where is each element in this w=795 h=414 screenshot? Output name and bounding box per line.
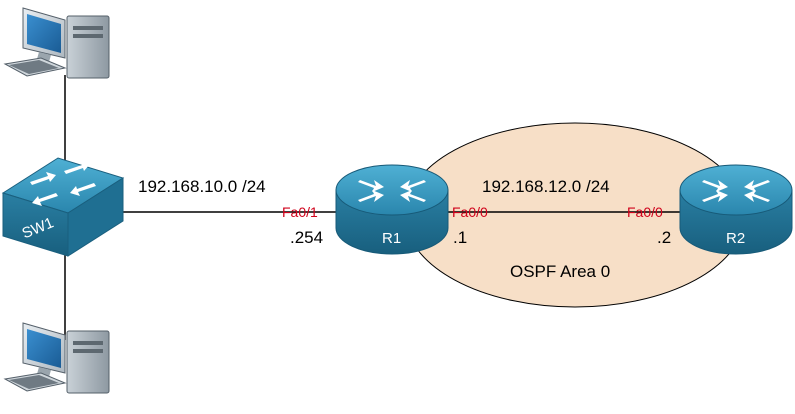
router-icon	[335, 164, 449, 255]
lan-network-label: 192.168.10.0 /24	[138, 177, 266, 196]
r1-fa01-label: Fa0/1	[282, 204, 318, 220]
r2-fa00-label: Fa0/0	[627, 204, 663, 220]
r2-label: R2	[726, 230, 745, 247]
computer-icon	[3, 322, 110, 394]
ospf-area-label: OSPF Area 0	[510, 262, 610, 281]
r1-label: R1	[382, 230, 401, 247]
switch-icon	[1, 157, 125, 257]
r1-fa00-label: Fa0/0	[452, 204, 488, 220]
r1-transit-ip: .1	[453, 228, 467, 247]
computer-icon	[3, 7, 110, 79]
r2-transit-ip: .2	[657, 228, 671, 247]
r1-lan-ip: .254	[290, 228, 323, 247]
transit-network-label: 192.168.12.0 /24	[482, 177, 610, 196]
router-icon	[679, 164, 793, 255]
